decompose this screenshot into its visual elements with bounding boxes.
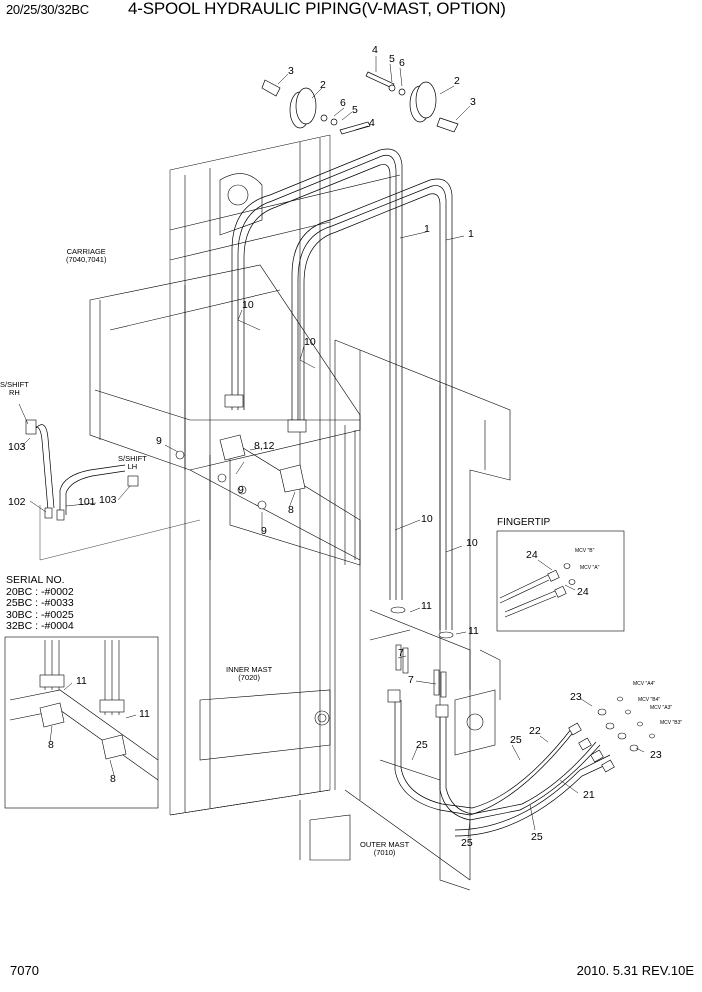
callout-25: 25	[531, 831, 543, 843]
callout-8-12: 8,12	[254, 440, 275, 452]
callout-103: 103	[8, 441, 26, 453]
callout-23: 23	[570, 691, 582, 703]
callout-10: 10	[466, 537, 478, 549]
callout-2: 2	[454, 75, 460, 87]
inner-mast-label: INNER MAST (7020)	[226, 666, 272, 682]
callout-8: 8	[110, 773, 116, 785]
callout-23: 23	[650, 749, 662, 761]
callout-25: 25	[461, 837, 473, 849]
callout-9: 9	[261, 525, 267, 537]
callout-22: 22	[529, 725, 541, 737]
callout-10: 10	[242, 299, 254, 311]
mcv-a4-label: MCV "A4"	[633, 681, 656, 687]
callout-9: 9	[156, 435, 162, 447]
callout-21: 21	[583, 789, 595, 801]
callout-11: 11	[421, 600, 432, 612]
callout-3: 3	[288, 65, 294, 77]
callout-10: 10	[421, 513, 433, 525]
sshift-rh-line2: RH	[8, 388, 20, 397]
serial-line: 32BC : -#0004	[6, 620, 74, 632]
callout-1: 1	[468, 228, 474, 240]
mcv-b-label: MCV "B"	[575, 548, 595, 554]
callout-8: 8	[288, 504, 294, 516]
mcv-b3-label: MCV "B3"	[660, 720, 683, 726]
callout-4: 4	[372, 44, 378, 56]
carriage-code: (7040,7041)	[66, 255, 107, 264]
callout-4: 4	[369, 117, 375, 129]
callout-101: 101	[78, 496, 96, 508]
callout-5: 5	[389, 53, 395, 65]
callout-9: 9	[238, 484, 244, 496]
callout-25: 25	[416, 739, 428, 751]
serial-heading: SERIAL NO.	[6, 574, 65, 586]
sshift-lh-line2: LH	[127, 462, 138, 471]
sshift-lh-line1: S/SHIFT	[118, 454, 147, 463]
outer-mast-label: OUTER MAST (7010)	[360, 841, 409, 857]
inner-mast-line2: (7020)	[238, 673, 260, 682]
callout-6: 6	[399, 57, 405, 69]
date-revision: 2010. 5.31 REV.10E	[576, 963, 694, 978]
mcv-a3-label: MCV "A3"	[650, 705, 673, 711]
callout-24: 24	[577, 586, 589, 598]
model-list: 20/25/30/32BC	[6, 2, 89, 17]
page-title: 4-SPOOL HYDRAULIC PIPING(V-MAST, OPTION)	[128, 0, 506, 18]
serial-number-block: SERIAL NO. 20BC : -#0002 25BC : -#0033 3…	[6, 574, 74, 633]
sshift-rh-label: S/SHIFT RH	[0, 381, 29, 397]
outer-mast-line1: OUTER MAST	[360, 840, 410, 849]
callout-5: 5	[352, 104, 358, 116]
inner-mast-line1: INNER MAST	[226, 665, 273, 674]
sshift-lh-label: S/SHIFT LH	[118, 455, 147, 471]
fingertip-label: FINGERTIP	[497, 517, 551, 528]
serial-line: 30BC : -#0025	[6, 608, 74, 621]
callout-8: 8	[48, 739, 54, 751]
serial-line: 25BC : -#0033	[6, 597, 74, 609]
callout-11: 11	[139, 708, 150, 720]
mcv-b4-label: MCV "B4"	[638, 697, 661, 703]
callout-102: 102	[8, 496, 26, 508]
callout-103: 103	[99, 494, 117, 506]
callout-25: 25	[510, 734, 522, 746]
outer-mast-line2: (7010)	[373, 848, 396, 857]
page-number: 7070	[10, 963, 39, 978]
mcv-a-label: MCV "A"	[580, 565, 600, 571]
callout-10: 10	[304, 336, 316, 348]
carriage-label: CARRIAGE (7040,7041)	[66, 248, 106, 264]
callout-11: 11	[468, 625, 479, 637]
serial-line: 20BC : -#0002	[6, 585, 74, 598]
sshift-rh-line1: S/SHIFT	[0, 380, 29, 389]
carriage-title: CARRIAGE	[66, 247, 106, 256]
callout-6: 6	[340, 97, 346, 109]
callout-2: 2	[320, 79, 326, 91]
callout-11: 11	[76, 675, 87, 687]
callout-24: 24	[526, 549, 538, 561]
callout-7: 7	[408, 674, 414, 686]
callout-7: 7	[398, 647, 404, 659]
callout-1: 1	[424, 223, 430, 235]
callout-3: 3	[470, 96, 476, 108]
